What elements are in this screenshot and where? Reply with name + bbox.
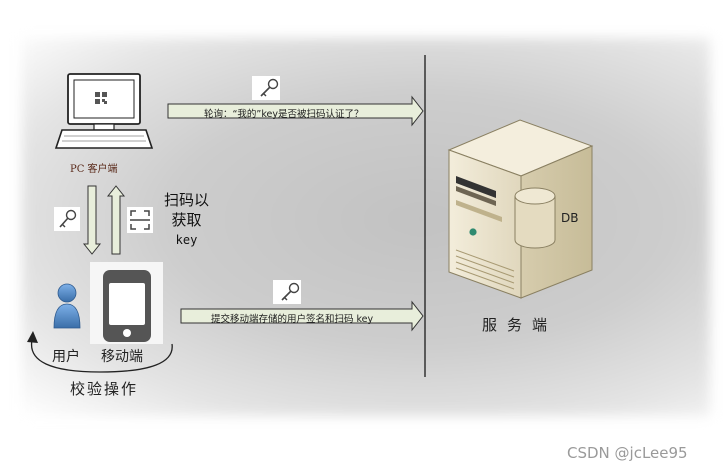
scan-icon (127, 207, 153, 233)
computer-icon (54, 73, 154, 149)
poll-arrow-label: 轮询：“我的”key是否被扫码认证了？ (204, 109, 364, 120)
db-label: DB (561, 211, 579, 225)
server-label: 服务端 (482, 316, 558, 334)
poll-arrow (167, 95, 424, 127)
pc-client-label: PC 客户端 (70, 164, 118, 175)
submit-arrow-label: 提交移动端存储的用户签名和扫码 key (211, 314, 374, 325)
verify-curve-arrow (27, 331, 173, 373)
scan-label-line2: 获取 (171, 211, 202, 229)
watermark: CSDN @jcLee95 (567, 444, 688, 462)
database-icon (514, 187, 556, 249)
qr-code-icon (95, 92, 107, 104)
scan-label-line3: key (175, 233, 198, 247)
down-arrow (82, 185, 102, 255)
submit-arrow (180, 300, 424, 332)
server-icon (447, 119, 594, 299)
user-icon (53, 283, 81, 329)
scan-label: 扫码以 获取 key (164, 190, 209, 250)
key-icon (54, 207, 80, 231)
up-arrow (106, 185, 126, 255)
scan-label-line1: 扫码以 (164, 191, 210, 209)
verify-label: 校验操作 (70, 380, 139, 398)
user-label: 用户 (52, 349, 80, 365)
key-icon (273, 280, 301, 304)
phone-icon (103, 270, 151, 342)
mobile-label: 移动端 (101, 349, 143, 365)
key-icon (252, 76, 280, 100)
